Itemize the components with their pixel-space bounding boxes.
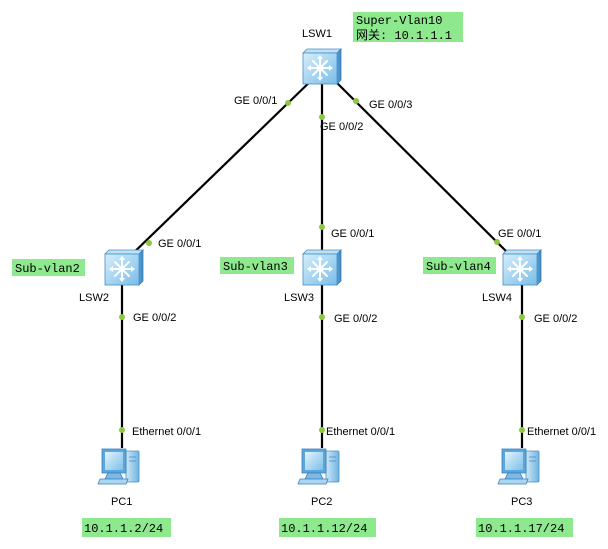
switch-label-lsw1: LSW1	[302, 28, 332, 40]
port-dot-pc2-eth	[319, 427, 325, 433]
port-label-lsw1-p3: GE 0/0/3	[369, 99, 412, 111]
sub-vlan2-tag-bg	[12, 259, 85, 276]
pc3-ip-address: 10.1.1.17/24	[478, 522, 564, 536]
port-label-lsw3-p2: GE 0/0/2	[334, 313, 377, 325]
port-dot-lsw3-p2	[319, 314, 325, 320]
pc-pc1[interactable]: PC1	[97, 448, 140, 508]
pc-label-pc3: PC3	[511, 496, 532, 508]
sub-vlan3-name: Sub-vlan3	[223, 260, 288, 274]
port-dots	[119, 98, 525, 433]
super-vlan-name: Super-Vlan10	[356, 14, 442, 28]
pc2-ip-tag-bg	[279, 518, 376, 537]
port-label-lsw2-p2: GE 0/0/2	[133, 312, 176, 324]
sub-vlan4-tag: Sub-vlan4	[423, 257, 496, 274]
pc1-ip-tag: 10.1.1.2/24	[82, 518, 171, 537]
pc-label-pc1: PC1	[111, 496, 132, 508]
sub-vlan3-tag: Sub-vlan3	[220, 257, 294, 274]
port-dot-lsw1-p1	[285, 100, 291, 106]
port-dot-pc1-eth	[119, 427, 125, 433]
switch-label-lsw4: LSW4	[482, 292, 512, 304]
port-labels: GE 0/0/1 GE 0/0/2 GE 0/0/3 GE 0/0/1 GE 0…	[132, 95, 596, 438]
pc-label-pc2: PC2	[311, 496, 332, 508]
port-dot-lsw4-p2	[519, 314, 525, 320]
pc-pc3[interactable]: PC3	[497, 448, 540, 508]
links	[120, 73, 524, 448]
pc-icon	[97, 448, 140, 485]
sub-vlan2-tag: Sub-vlan2	[12, 259, 85, 276]
super-vlan-tag-bg	[353, 12, 463, 42]
port-label-lsw4-p2: GE 0/0/2	[534, 313, 577, 325]
switch-icon	[502, 249, 542, 286]
switch-lsw3[interactable]: LSW3	[284, 249, 342, 304]
port-dot-lsw1-p3	[353, 98, 359, 104]
port-dot-lsw1-p2	[319, 114, 325, 120]
switch-label-lsw2: LSW2	[79, 292, 109, 304]
switch-icon	[104, 249, 144, 286]
sub-vlan2-name: Sub-vlan2	[15, 262, 80, 276]
switch-icon	[302, 48, 342, 85]
port-label-pc3-eth: Ethernet 0/0/1	[527, 426, 596, 438]
pc1-ip-address: 10.1.1.2/24	[84, 522, 163, 536]
sub-vlan3-tag-bg	[220, 257, 294, 274]
port-dot-lsw3-p1	[319, 224, 325, 230]
pc3-ip-tag: 10.1.1.17/24	[476, 518, 573, 537]
gateway-address: 网关: 10.1.1.1	[356, 28, 452, 43]
pc-icon	[497, 448, 540, 485]
port-label-pc2-eth: Ethernet 0/0/1	[326, 426, 395, 438]
switch-icon	[302, 249, 342, 286]
pc2-ip-address: 10.1.1.12/24	[281, 522, 367, 536]
link-lsw1-lsw4	[327, 73, 518, 263]
port-label-lsw1-p2: GE 0/0/2	[320, 121, 363, 133]
port-dot-lsw2-p2	[119, 314, 125, 320]
pc2-ip-tag: 10.1.1.12/24	[279, 518, 376, 537]
switch-label-lsw3: LSW3	[284, 292, 314, 304]
port-dot-lsw4-p1	[494, 239, 500, 245]
pc3-ip-tag-bg	[476, 518, 573, 537]
port-label-pc1-eth: Ethernet 0/0/1	[132, 426, 201, 438]
port-label-lsw3-p1: GE 0/0/1	[331, 228, 374, 240]
pc1-ip-tag-bg	[82, 518, 171, 537]
link-lsw1-lsw2	[123, 73, 319, 263]
sub-vlan4-tag-bg	[423, 257, 496, 274]
pc-pc2[interactable]: PC2	[297, 448, 340, 508]
port-label-lsw4-p1: GE 0/0/1	[498, 228, 541, 240]
sub-vlan4-name: Sub-vlan4	[426, 260, 491, 274]
switch-lsw2[interactable]: LSW2	[79, 249, 144, 304]
port-label-lsw1-p1: GE 0/0/1	[234, 95, 277, 107]
port-dot-pc3-eth	[519, 427, 525, 433]
super-vlan-tag: Super-Vlan10 网关: 10.1.1.1	[353, 12, 463, 43]
port-dot-lsw2-p1	[146, 240, 152, 246]
switch-lsw4[interactable]: LSW4	[482, 249, 542, 304]
pc-icon	[297, 448, 340, 485]
switch-lsw1[interactable]: LSW1	[302, 28, 342, 85]
port-label-lsw2-p1: GE 0/0/1	[158, 238, 201, 250]
